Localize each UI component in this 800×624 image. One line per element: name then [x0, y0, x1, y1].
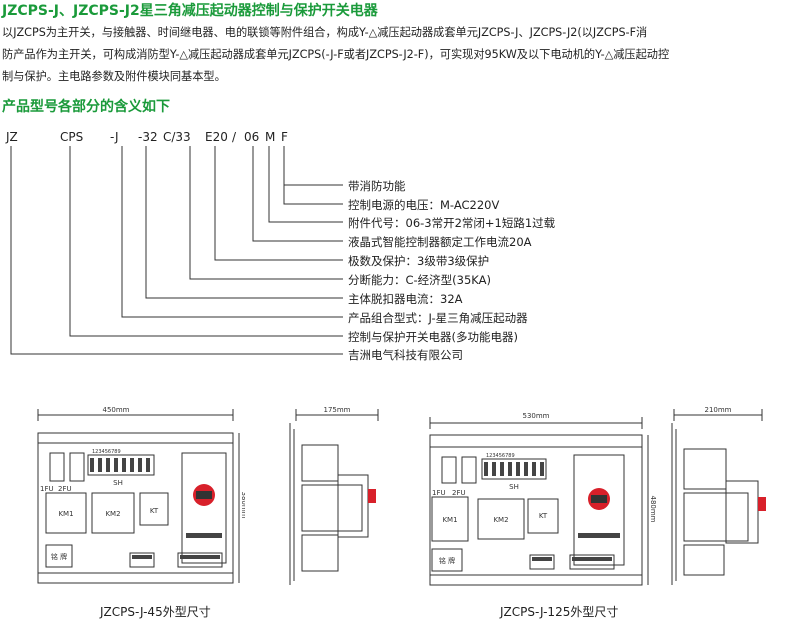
terminal-numbers-2: 123456789: [486, 453, 515, 459]
model-part-e20: E20: [205, 130, 228, 144]
left-front-view: 450mm 1FU 2FU 123456789 SH KM1 KM2 KT 铭 …: [37, 406, 245, 584]
desc-company: 吉洲电气科技有限公司: [348, 348, 463, 362]
desc-accessory-code: 附件代号：06-3常开2常闭+1短路1过载: [348, 216, 556, 230]
model-part-32: -32: [138, 130, 158, 144]
page-title: JZCPS-J、JZCPS-J2星三角减压起动器控制与保护开关电器: [2, 3, 378, 19]
km2-label-2: KM2: [493, 516, 508, 524]
desc-combination-type: 产品组合型式：J-星三角减压起动器: [348, 311, 528, 325]
desc-fire-function: 带消防功能: [348, 179, 406, 193]
side-dimension: 175mm: [324, 406, 351, 414]
section-heading: 产品型号各部分的含义如下: [2, 99, 170, 115]
width-dimension: 450mm: [103, 406, 130, 414]
kt-label: KT: [150, 507, 159, 515]
sh-label-2: SH: [509, 483, 519, 491]
model-part-06: 06: [244, 130, 260, 144]
desc-lcd-controller: 液晶式智能控制器额定工作电流20A: [348, 235, 532, 249]
intro-line-3: 制与保护。主电路参数及附件模块同基本型。: [2, 70, 226, 83]
desc-poles-protection: 极数及保护：3级带3级保护: [348, 254, 490, 268]
model-part-jz: JZ: [6, 130, 18, 144]
sh-label: SH: [113, 479, 123, 487]
terminal-numbers: 123456789: [92, 449, 121, 455]
height-dimension-2: 480mm: [649, 496, 657, 523]
model-part-f: F: [281, 130, 288, 144]
nameplate-label-2: 铭 牌: [439, 556, 455, 565]
km2-label: KM2: [105, 510, 120, 518]
intro-line-2: 防产品作为主开关，可构成消防型Y-△减压起动器成套单元JZCPS(-J-F或者J…: [2, 48, 670, 61]
right-side-view: 210mm: [671, 406, 766, 585]
model-part-m: M: [265, 130, 276, 144]
nameplate-label: 铭 牌: [51, 552, 67, 561]
left-caption: JZCPS-J-45外型尺寸: [100, 605, 211, 619]
desc-trip-current: 主体脱扣器电流：32A: [348, 292, 463, 306]
intro-line-1: 以JZCPS为主开关，与接触器、时间继电器、电的联锁等附件组合，构成Y-△减压起…: [2, 26, 648, 39]
desc-device-type: 控制与保护开关电器(多功能电器): [348, 330, 518, 344]
desc-breaking-capacity: 分断能力：C-经济型(35KA): [348, 273, 491, 287]
kt-label-2: KT: [539, 512, 548, 520]
model-code-leader-lines: [10, 146, 343, 355]
desc-control-voltage: 控制电源的电压：M-AC220V: [348, 198, 500, 212]
model-part-slash: /: [232, 130, 237, 144]
model-part-j: -J: [110, 130, 119, 144]
fuse-2-label: 2FU: [58, 485, 72, 493]
model-part-cps: CPS: [60, 130, 84, 144]
side-dimension-2: 210mm: [705, 406, 732, 414]
height-dimension: 380mm: [240, 492, 245, 519]
km1-label: KM1: [58, 510, 73, 518]
km1-label-2: KM1: [442, 516, 457, 524]
right-front-view: 530mm 1FU 2FU 123456789 SH KM1 KM2 KT 铭 …: [429, 412, 657, 586]
model-part-c33: C/33: [163, 130, 191, 144]
intro-paragraph: 以JZCPS为主开关，与接触器、时间继电器、电的联锁等附件组合，构成Y-△减压起…: [2, 22, 798, 88]
right-caption: JZCPS-J-125外型尺寸: [500, 605, 619, 619]
left-side-view: 175mm: [289, 406, 379, 585]
fuse-2-label-2: 2FU: [452, 489, 466, 497]
fuse-1-label-2: 1FU: [432, 489, 446, 497]
fuse-1-label: 1FU: [40, 485, 54, 493]
width-dimension-2: 530mm: [523, 412, 550, 420]
